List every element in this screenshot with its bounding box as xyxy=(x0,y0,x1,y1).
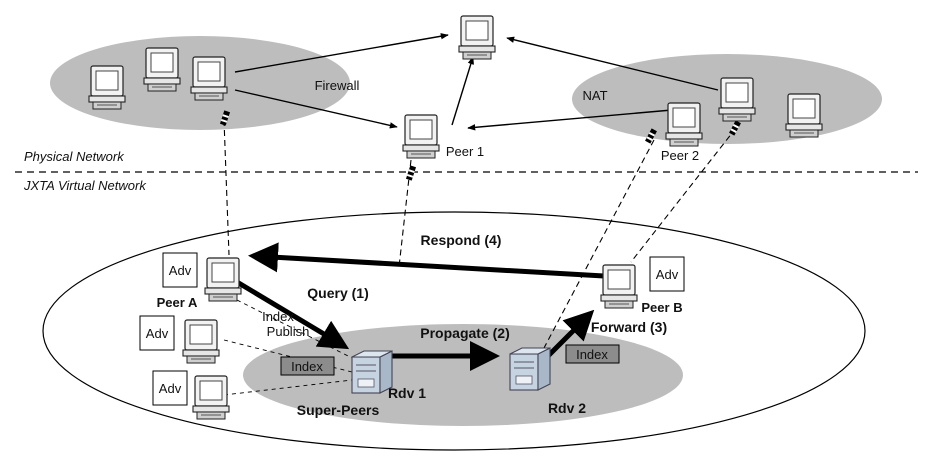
nat-computer-icon-2 xyxy=(785,93,823,138)
rdv2-label: Rdv 2 xyxy=(548,400,586,416)
index-publish-label: Index xyxy=(262,309,294,324)
query-arrow xyxy=(235,279,350,350)
super-peers-label: Super-Peers xyxy=(297,402,380,418)
peer1-to-top-peer-arrow xyxy=(451,56,474,126)
propagate-label: Propagate (2) xyxy=(420,325,509,341)
index-label: Index xyxy=(291,359,323,374)
adv-box-edge-2: Adv xyxy=(152,370,188,406)
nat-to-top-peer-arrow xyxy=(506,36,719,91)
adv-box-peer-b: Adv xyxy=(649,256,685,292)
respond-arrow xyxy=(248,242,605,279)
publish-index-lines xyxy=(223,299,357,396)
firewall-to-peer1-arrow xyxy=(234,89,398,129)
peer1-link-marker xyxy=(405,165,417,181)
virtual-messages xyxy=(235,242,605,371)
edge-peer-computer-icon-1 xyxy=(182,319,220,364)
peer2-computer-icon xyxy=(665,102,703,147)
nat-label: NAT xyxy=(582,88,607,103)
firewall-computer-icon-3 xyxy=(190,56,228,101)
edge-peer-computer-icon-2 xyxy=(192,375,230,420)
virtual-physical-mapping-lines xyxy=(223,119,737,349)
peer2-label: Peer 2 xyxy=(661,148,699,163)
adv-label: Adv xyxy=(159,381,182,396)
peer-a-label: Peer A xyxy=(157,295,198,310)
adv-label: Adv xyxy=(169,263,192,278)
adv-box-edge-1: Adv xyxy=(139,315,175,351)
respond-label: Respond (4) xyxy=(421,232,502,248)
adv-box-peer-a: Adv xyxy=(162,252,198,288)
index-box-rdv2: Index xyxy=(565,344,620,364)
firewall-to-top-peer-arrow xyxy=(234,33,449,73)
rdv1-server-icon xyxy=(351,350,393,394)
peer2-to-peer1-arrow xyxy=(467,109,673,131)
top-peer-computer-icon xyxy=(458,15,496,60)
forward-arrow xyxy=(544,309,595,360)
peer1-computer-icon xyxy=(402,114,440,159)
peer-a-computer-icon xyxy=(204,257,242,302)
peer-b-label: Peer B xyxy=(641,300,682,315)
firewall-label: Firewall xyxy=(315,78,360,93)
peer-b-computer-icon xyxy=(600,264,638,309)
index-box-rdv1: Index xyxy=(280,356,335,376)
peer1-label: Peer 1 xyxy=(446,144,484,159)
adv-label: Adv xyxy=(146,326,169,341)
index-label: Index xyxy=(576,347,608,362)
rdv2-server-icon xyxy=(509,347,551,391)
adv-label: Adv xyxy=(656,267,679,282)
physical-links xyxy=(234,33,719,131)
firewall-computer-icon-1 xyxy=(88,65,126,110)
jxta-virtual-network-label: JXTA Virtual Network xyxy=(23,178,147,193)
physical-network-label: Physical Network xyxy=(24,149,125,164)
nat-computer-icon-1 xyxy=(718,77,756,122)
publish-label: Publish xyxy=(267,324,310,339)
query-label: Query (1) xyxy=(307,285,368,301)
rdv1-label: Rdv 1 xyxy=(388,385,426,401)
firewall-computer-icon-2 xyxy=(143,47,181,92)
forward-label: Forward (3) xyxy=(591,319,667,335)
